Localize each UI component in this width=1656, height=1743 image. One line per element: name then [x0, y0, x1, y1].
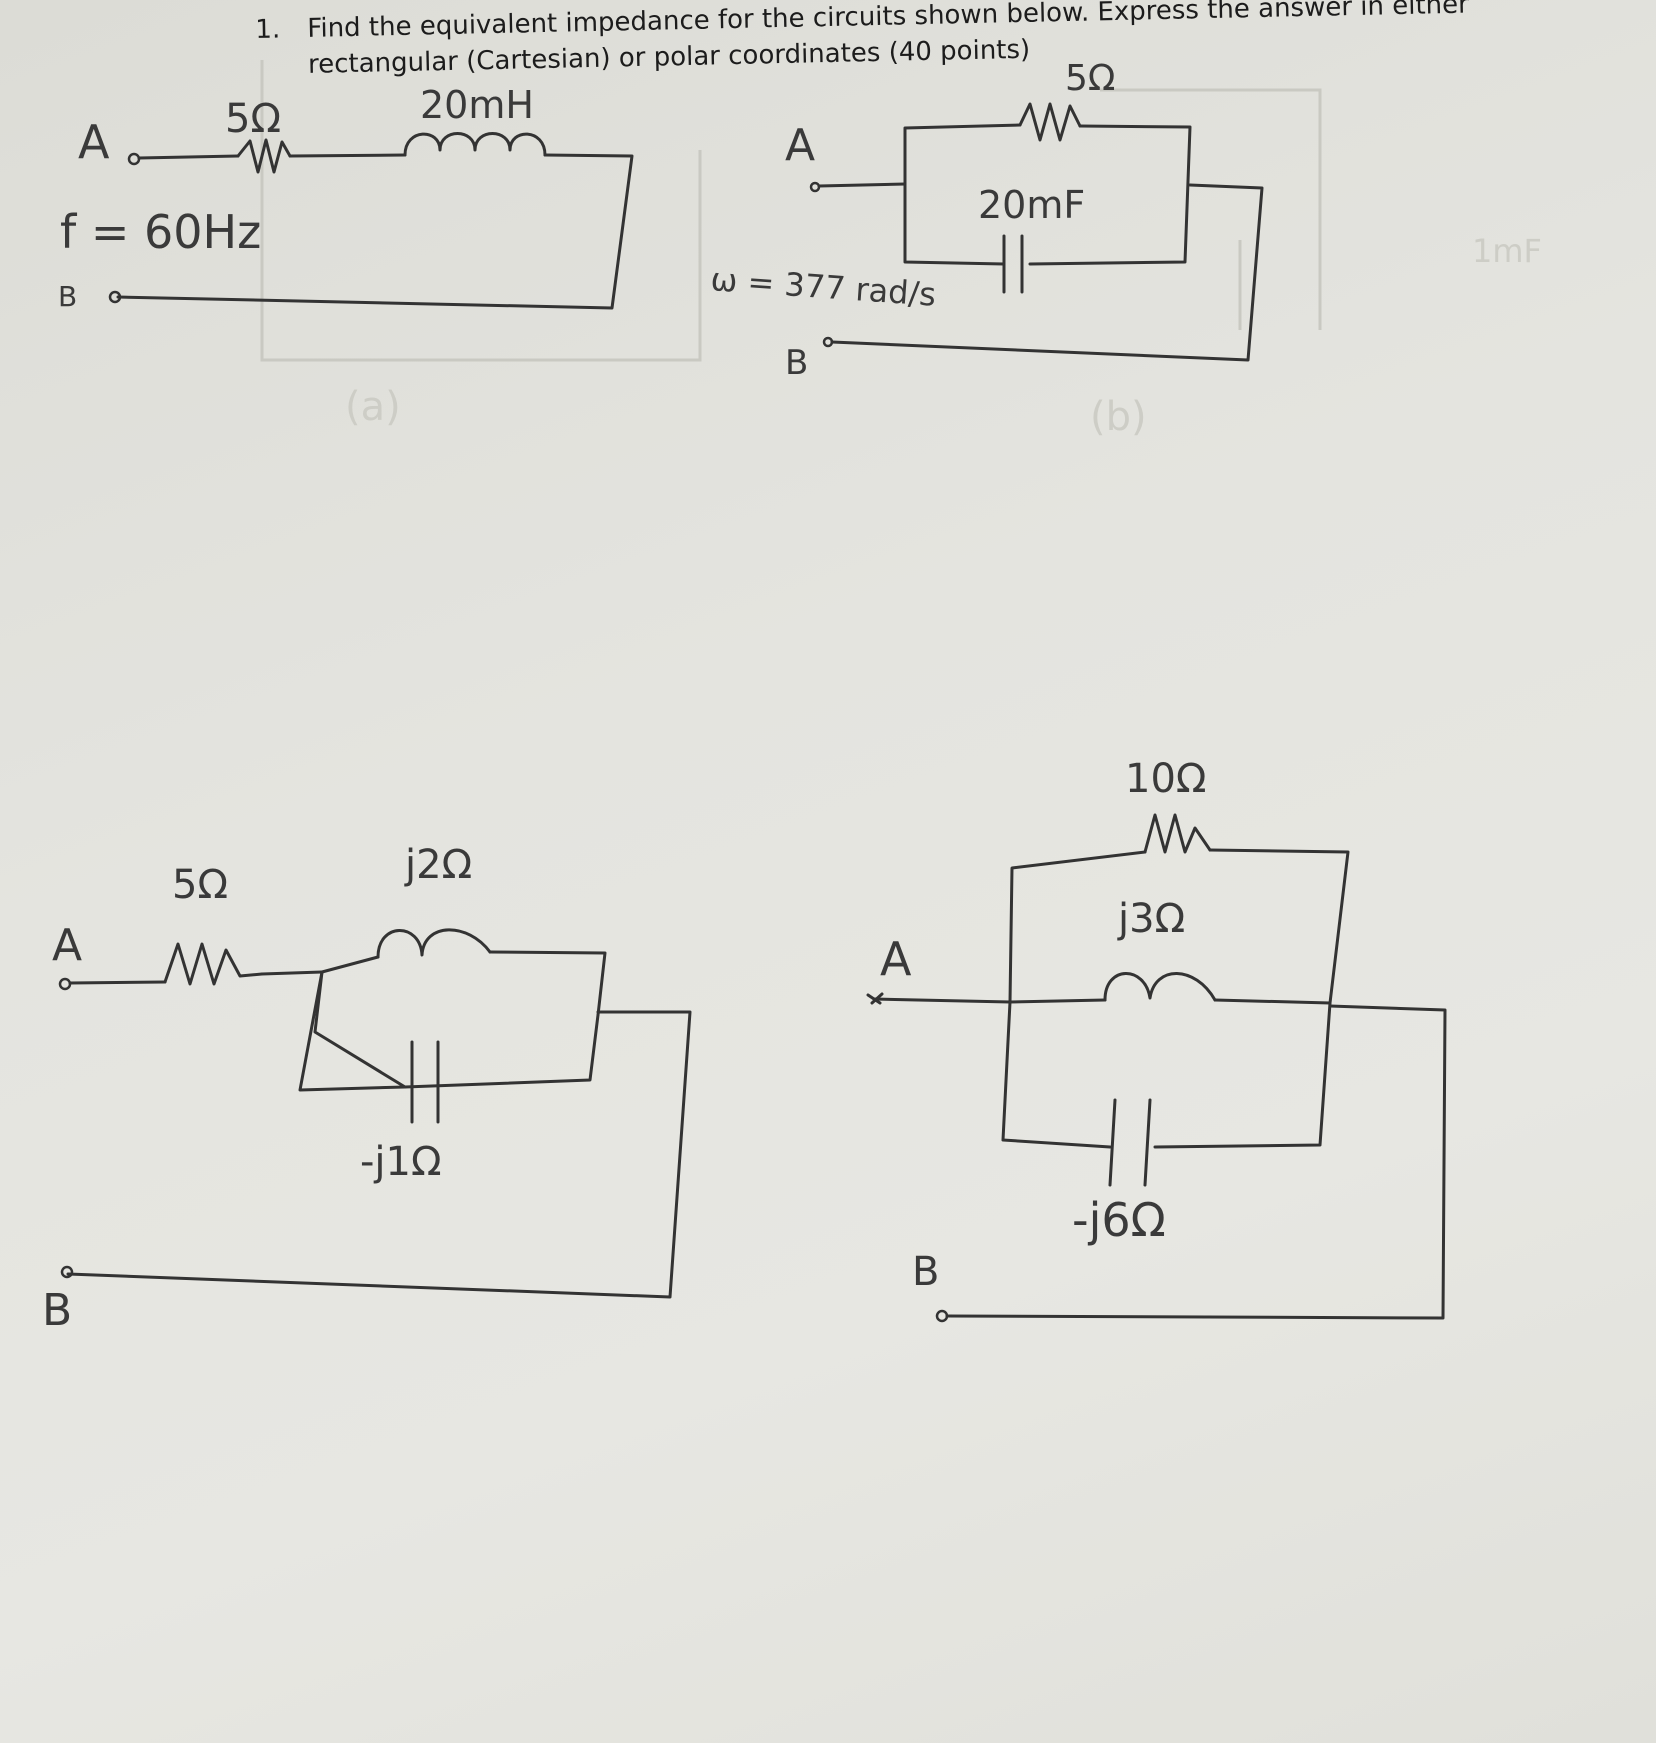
circuit-c-terminal-b-label: B — [42, 1285, 72, 1336]
circuit-b-wire — [830, 183, 1264, 362]
circuit-d-wire — [1001, 1000, 1332, 1149]
circuit-a-terminal-b-node — [108, 290, 122, 304]
circuit-b-capacitor-label: 20mF — [978, 183, 1085, 227]
circuit-d-wire — [1213, 998, 1332, 1005]
circuit-c-terminal-a-node — [58, 977, 72, 991]
circuit-a-frequency-label: f = 60Hz — [60, 205, 261, 259]
circuit-c-terminal-a-label: A — [52, 920, 82, 971]
circuit-a-terminal-a-label: A — [78, 115, 110, 169]
circuit-c-wire — [320, 955, 380, 974]
circuit-c-wire — [66, 1010, 692, 1299]
show-through-marks: (a) (b) 1mF — [260, 60, 1542, 440]
circuit-c-resistor-label: 5Ω — [172, 862, 228, 908]
circuit-b-resistor-symbol — [1018, 102, 1082, 142]
circuit-c-capacitor-symbol — [410, 1040, 440, 1124]
circuit-a: A B 5Ω 20mH f = 60Hz — [58, 83, 634, 313]
ghost-label-a: (a) — [345, 384, 401, 430]
circuit-c-wire — [260, 970, 324, 976]
circuit-a-wire — [288, 153, 407, 158]
circuit-b-terminal-b-label: B — [785, 343, 808, 383]
circuit-c-terminal-b-node — [60, 1265, 74, 1279]
circuit-b: A B 5Ω 20mF ω = 377 rad/s — [709, 58, 1264, 383]
circuit-c-wire — [488, 950, 607, 1017]
circuit-d-wire — [1008, 998, 1107, 1004]
circuit-a-inductor-label: 20mH — [420, 83, 534, 127]
circuit-d-inductor-label: j3Ω — [1117, 896, 1185, 942]
circuit-d-capacitor-label: -j6Ω — [1072, 1193, 1166, 1247]
circuit-d-resistor-label: 10Ω — [1125, 756, 1206, 802]
circuit-a-terminal-a-node — [127, 152, 141, 166]
ghost-label-right: 1mF — [1472, 232, 1542, 270]
circuit-c-wire — [68, 980, 167, 985]
circuit-c-resistor-symbol — [163, 942, 264, 986]
circuit-d-terminal-b-label: B — [912, 1249, 939, 1295]
circuit-d-wire — [945, 1004, 1447, 1320]
circuit-c-inductor-label: j2Ω — [404, 842, 472, 888]
circuit-d-terminal-a-node — [866, 992, 884, 1005]
circuit-c-wire — [313, 970, 600, 1089]
circuit-a-wire — [116, 153, 634, 310]
circuit-a-resistor-label: 5Ω — [225, 96, 281, 142]
circuit-a-resistor-symbol — [236, 138, 292, 174]
circuit-d-wire — [1008, 850, 1147, 1004]
ghost-label-b: (b) — [1090, 394, 1147, 440]
circuit-c-capacitor-label: -j1Ω — [360, 1139, 442, 1185]
circuit-b-terminal-a-label: A — [785, 120, 815, 171]
circuit-b-terminal-b-node — [822, 336, 834, 348]
circuit-d-capacitor-symbol — [1108, 1098, 1152, 1187]
circuit-b-omega-label: ω = 377 rad/s — [709, 260, 937, 314]
circuit-a-inductor-symbol — [403, 132, 547, 157]
circuit-c-wire — [298, 970, 407, 1092]
circuit-c: A B 5Ω j2Ω -j1Ω — [42, 842, 692, 1336]
circuit-c-inductor-symbol — [376, 928, 492, 959]
circuit-d-resistor-symbol — [1143, 813, 1212, 854]
circuit-b-capacitor-symbol — [1002, 234, 1024, 294]
circuit-d-inductor-symbol — [1103, 972, 1217, 1002]
circuit-a-terminal-b-label: B — [58, 280, 77, 313]
circuit-b-resistor-label: 5Ω — [1065, 58, 1115, 99]
circuit-a-wire — [137, 154, 240, 160]
circuit-d-terminal-b-node — [935, 1309, 949, 1323]
circuit-b-wire — [903, 182, 1006, 266]
circuit-b-wire — [817, 182, 907, 188]
circuit-d-terminal-a-label: A — [880, 932, 912, 986]
circuit-d-wire — [1208, 848, 1350, 1005]
circuit-d: A B 10Ω j3Ω -j6Ω — [866, 756, 1447, 1323]
circuit-b-wire — [903, 123, 1022, 186]
circuit-d-wire — [872, 997, 1012, 1004]
circuit-b-terminal-a-node — [809, 181, 821, 193]
circuit-b-wire — [1028, 124, 1192, 266]
